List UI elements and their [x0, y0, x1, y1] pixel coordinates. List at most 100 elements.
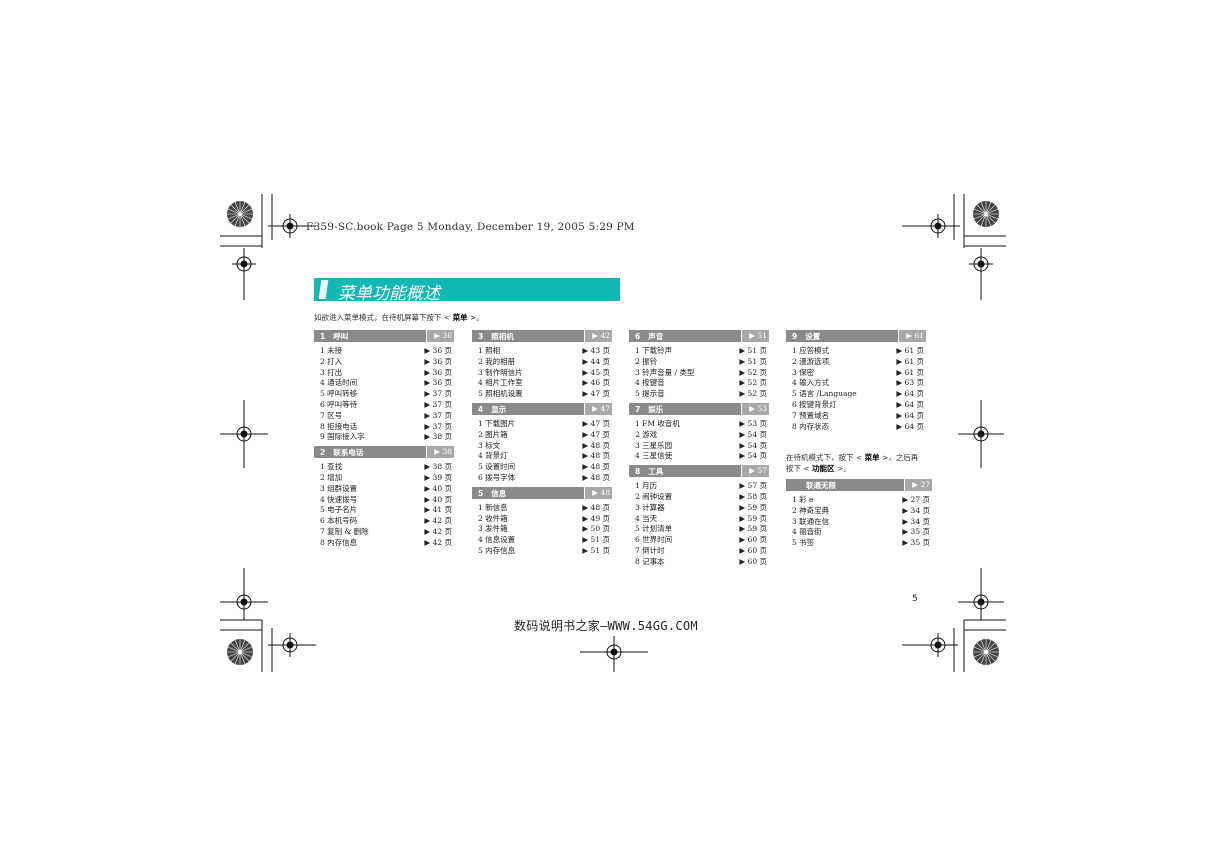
menu-item: 4 丽音街▶ 35 页	[786, 526, 932, 537]
menu-item-label: 4 快速拨号	[320, 494, 358, 504]
menu-item-label: 4 按键音	[635, 378, 665, 388]
menu-item: 7 区号▶ 37 页	[314, 410, 454, 421]
menu-item: 8 内存状态▶ 64 页	[786, 421, 926, 432]
menu-item-label: 1 新信息	[478, 502, 508, 512]
menu-item-label: 4 三星信使	[635, 451, 673, 461]
menu-item-page: ▶ 61 页	[896, 367, 924, 377]
menu-item: 2 神奇宝典▶ 34 页	[786, 505, 932, 516]
menu-item-page: ▶ 51 页	[582, 535, 610, 545]
menu-item-label: 6 本机号码	[320, 516, 358, 526]
menu-item: 4 背景灯▶ 48 页	[472, 450, 612, 461]
menu-item-label: 1 下载图片	[478, 418, 516, 428]
menu-section-header: 联通无限 ▶ 27 页	[786, 479, 932, 501]
menu-item-label: 7 复制 & 删除	[320, 526, 369, 536]
menu-item: 7 倒计时 ▶ 60 页	[629, 545, 769, 556]
menu-item-page: ▶ 27 页	[902, 495, 930, 504]
menu-item-page: ▶ 61 页	[896, 356, 924, 366]
menu-item-page: ▶ 48 页	[582, 472, 610, 482]
menu-item-label: 5 书签	[792, 538, 815, 548]
menu-item-page: ▶ 35 页	[902, 527, 930, 537]
section-number: 9	[792, 332, 798, 341]
menu-item-label: 1 未接	[320, 346, 343, 355]
menu-item-label: 5 内存信息	[478, 545, 516, 555]
section-number: 4	[478, 404, 484, 414]
menu-item-page: ▶ 48 页	[582, 451, 610, 461]
section-name: 信息	[491, 488, 507, 498]
page-number: 5	[912, 594, 918, 604]
section-number: 3	[478, 332, 484, 341]
menu-item: 3 标文▶ 48 页	[472, 440, 612, 451]
menu-item-page: ▶ 64 页	[896, 421, 924, 431]
section-page-ref: ▶ 47 页	[584, 402, 612, 425]
menu-item-label: 3 制作明信片	[478, 367, 523, 377]
menu-item-label: 5 语言 /Language	[792, 389, 857, 399]
menu-item-label: 1 彩 e	[792, 495, 814, 504]
menu-item-label: 6 世界时间	[635, 535, 673, 545]
menu-item-page: ▶ 54 页	[739, 451, 767, 461]
menu-item-page: ▶ 60 页	[739, 545, 767, 555]
menu-item: 5 设置时间▶ 48 页	[472, 461, 612, 472]
menu-item: 6 世界时间▶ 60 页	[629, 534, 769, 545]
menu-item-label: 5 计划清单	[635, 524, 673, 534]
menu-item-page: ▶ 36 页	[424, 356, 452, 366]
menu-item-label: 1 下载铃声	[635, 346, 673, 355]
menu-item-label: 3 保密	[792, 367, 815, 377]
menu-item: 5 计划清单▶ 59 页	[629, 523, 769, 534]
book-header: F359-SC.book Page 5 Monday, December 19,…	[306, 221, 635, 233]
menu-item: 2 打入▶ 36 页	[314, 356, 454, 367]
menu-item-page: ▶ 34 页	[902, 505, 930, 515]
menu-item: 1 未接▶ 36 页	[314, 345, 454, 356]
menu-item-page: ▶ 54 页	[739, 429, 767, 439]
menu-item: 3 铃声音量 / 类型▶ 52 页	[629, 367, 769, 378]
menu-item-page: ▶ 45 页	[582, 367, 610, 377]
menu-item-page: ▶ 47 页	[582, 429, 610, 439]
section-page-ref: ▶ 42 页	[584, 330, 612, 352]
menu-item: 6 本机号码▶ 42 页	[314, 515, 454, 526]
menu-item: 1 彩 e ▶ 27 页	[786, 494, 932, 505]
menu-item: 9 国际接入字▶ 38 页	[314, 431, 454, 442]
menu-item-label: 8 内存信息	[320, 537, 358, 547]
function-key-note: 在待机模式下，按下 < 菜单 >，之后再 按下 < 功能区 >。	[786, 452, 936, 474]
menu-item-label: 2 增加	[320, 472, 343, 482]
menu-item-page: ▶ 34 页	[902, 516, 930, 526]
menu-item: 2 游戏▶ 54 页	[629, 429, 769, 440]
section-number: 8	[635, 467, 641, 477]
menu-item-page: ▶ 59 页	[739, 502, 767, 512]
menu-item-label: 1 照相	[478, 346, 501, 355]
menu-item-page: ▶ 37 页	[424, 421, 452, 431]
menu-item-label: 4 输入方式	[792, 378, 830, 388]
menu-item-label: 4 信息设置	[478, 535, 516, 545]
menu-item-label: 5 设置时间	[478, 462, 516, 472]
menu-item-page: ▶ 42 页	[424, 537, 452, 547]
note-line2-after: >。	[834, 464, 851, 473]
menu-item-label: 4 相片工作室	[478, 378, 523, 388]
menu-item-page: ▶ 52 页	[739, 367, 767, 377]
menu-item-label: 9 国际接入字	[320, 432, 365, 442]
menu-item: 5 电子名片▶ 41 页	[314, 504, 454, 515]
menu-item: 3 计算器▶ 59 页	[629, 502, 769, 513]
menu-item-label: 2 闹钟设置	[635, 491, 673, 501]
menu-item: 1 应答模式▶ 61 页	[786, 345, 926, 356]
section-page-ref: ▶ 38 页	[426, 446, 454, 468]
menu-item-label: 7 倒计时	[635, 545, 665, 555]
menu-item: 1 月历▶ 57 页	[629, 480, 769, 491]
section-page-ref: ▶ 48 页	[584, 486, 612, 509]
menu-item-page: ▶ 37 页	[424, 399, 452, 409]
menu-item-page: ▶ 36 页	[424, 367, 452, 377]
section-title: 联通无限	[798, 480, 836, 491]
menu-item-label: 4 当天	[635, 513, 658, 523]
menu-item-page: ▶ 64 页	[896, 410, 924, 420]
menu-item: 2 漫游选项▶ 61 页	[786, 356, 926, 367]
